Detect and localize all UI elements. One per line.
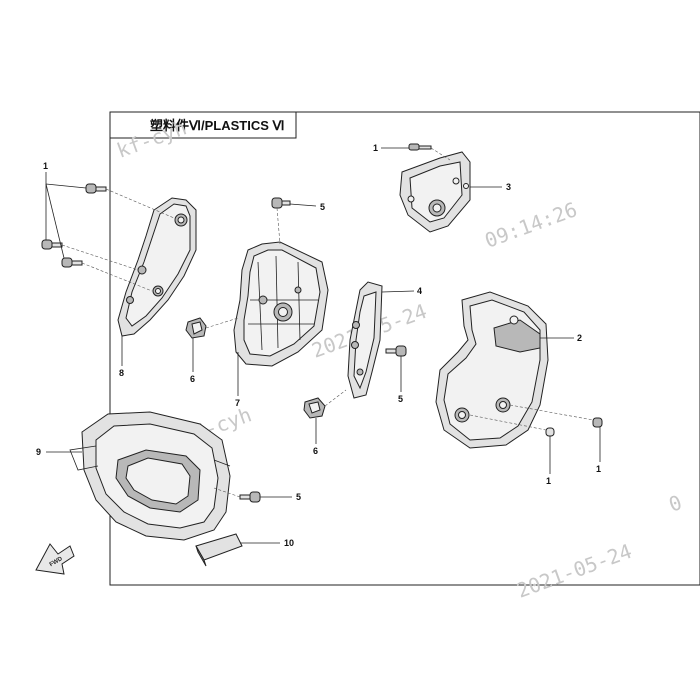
callout-label: 3 — [506, 182, 511, 192]
screw-icon — [385, 345, 407, 357]
callout-label: 1 — [546, 476, 551, 486]
screw-icon — [469, 404, 603, 437]
callout-label: 5 — [398, 394, 403, 404]
callout-label: 4 — [417, 286, 422, 296]
diagram-frame — [109, 111, 700, 586]
watermark-text: 0 — [666, 490, 686, 517]
callout-label: 6 — [313, 446, 318, 456]
callout-label: 9 — [36, 447, 41, 457]
part-9-housing — [69, 411, 231, 541]
part-7-panel — [233, 241, 329, 367]
callout-label: 8 — [119, 368, 124, 378]
part-6-clip — [303, 389, 347, 419]
part-10-block — [195, 533, 243, 567]
screw-icon — [61, 257, 153, 292]
screw-icon — [408, 143, 451, 161]
screw-icon — [41, 239, 139, 271]
watermark-text: 2021-05-24 — [514, 539, 635, 603]
title-box — [109, 111, 297, 139]
callout-label: 10 — [284, 538, 294, 548]
callout-label: 6 — [190, 374, 195, 384]
callout-label: 1 — [596, 464, 601, 474]
fwd-arrow-icon: FWD — [35, 543, 75, 575]
callout-label: 1 — [373, 143, 378, 153]
callout-label: 5 — [320, 202, 325, 212]
screw-icon — [85, 183, 175, 219]
screw-icon — [271, 197, 291, 245]
diagram-title: 塑料件Ⅵ/PLASTICS Ⅵ — [150, 118, 285, 133]
callout-label: 1 — [43, 161, 48, 171]
part-3-bracket — [399, 151, 471, 233]
callouts: 1 1 3 5 4 2 5 8 6 7 6 1 1 — [36, 143, 601, 548]
part-2-cover — [435, 291, 549, 449]
callout-label: 7 — [235, 398, 240, 408]
part-6-clip — [185, 317, 239, 339]
part-4-bracket — [347, 281, 383, 399]
part-8-side-panel — [117, 197, 197, 337]
callout-label: 5 — [296, 492, 301, 502]
callout-label: 2 — [577, 333, 582, 343]
watermark-text: 09:14:26 — [482, 197, 581, 252]
